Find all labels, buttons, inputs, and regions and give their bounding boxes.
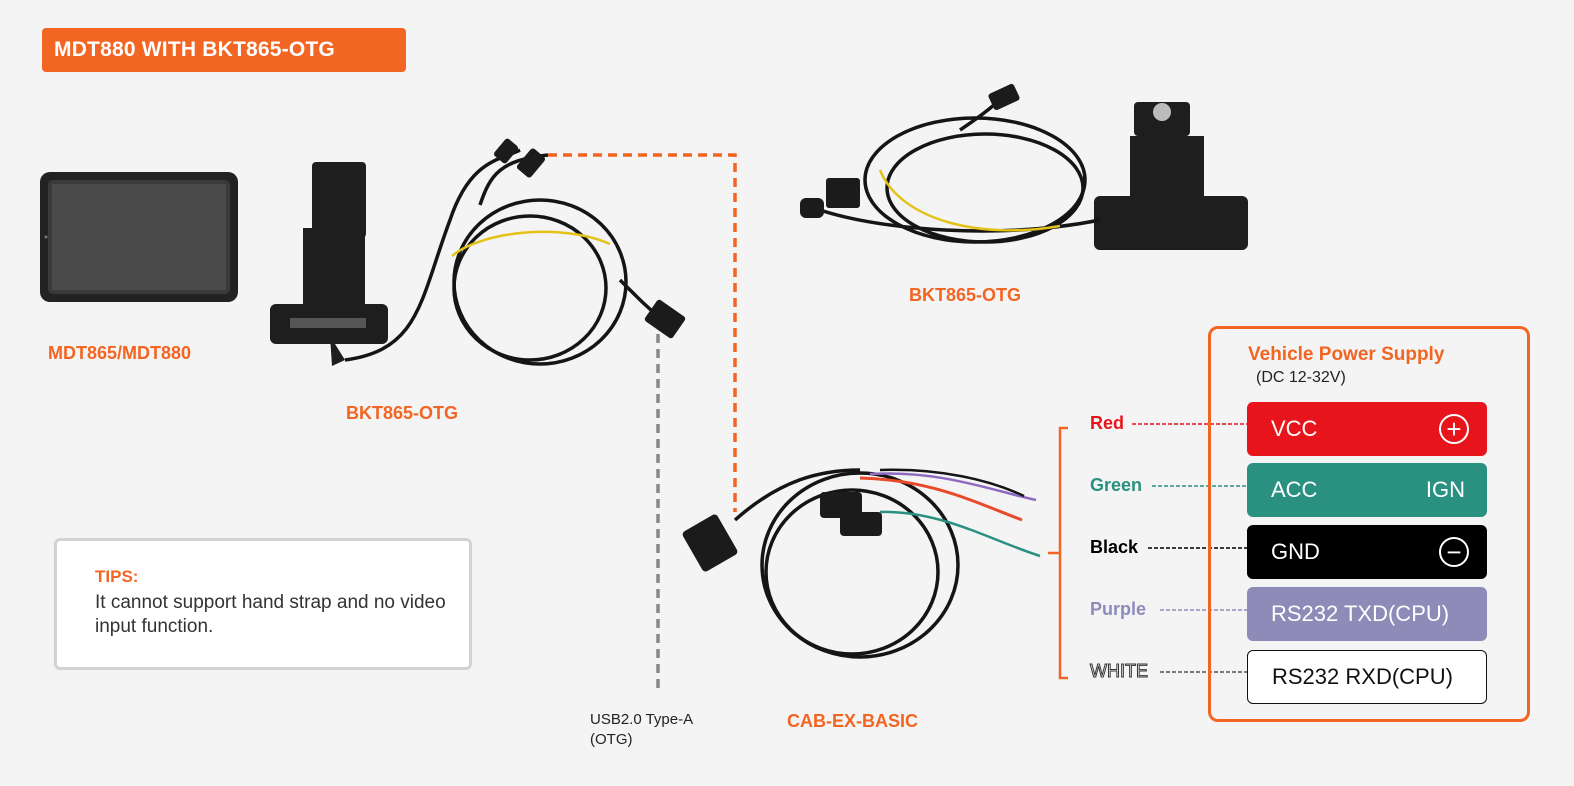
pin-rxd-label: RS232 RXD(CPU)	[1272, 664, 1453, 689]
pin-acc-ign: IGN	[1425, 477, 1465, 502]
pin-vcc: VCC +	[1247, 402, 1487, 456]
tablet-label: MDT865/MDT880	[48, 343, 192, 363]
tips-text: It cannot support hand strap and no vide…	[95, 592, 446, 637]
plus-circle-icon: +	[1439, 414, 1469, 444]
wire-bracket	[1058, 426, 1068, 680]
wire-label-purple: Purple	[1090, 599, 1147, 619]
pin-acc-label: ACC	[1271, 477, 1318, 502]
power-supply-subtitle: (DC 12-32V)	[1256, 369, 1346, 386]
pin-rxd: RS232 RXD(CPU)	[1247, 650, 1487, 704]
tips-title: TIPS:	[95, 567, 139, 586]
pin-txd-label: RS232 TXD(CPU)	[1271, 601, 1450, 626]
wire-label-green: Green	[1090, 475, 1143, 495]
wire-label-black: Black	[1090, 537, 1139, 557]
tablet-image	[40, 172, 238, 302]
wire-label-red: Red	[1090, 413, 1125, 433]
bracket-left-image	[270, 162, 388, 366]
tips-box: TIPS: It cannot support hand strap and n…	[54, 538, 472, 670]
pin-gnd-label: GND	[1271, 539, 1320, 564]
bracket-left-label: BKT865-OTG	[346, 403, 459, 423]
pin-acc: ACC IGN	[1247, 463, 1487, 517]
power-supply-box	[1208, 326, 1530, 722]
usb-label-line1: USB2.0 Type-A	[590, 711, 694, 728]
pin-gnd: GND −	[1247, 525, 1487, 579]
connection-line-orange	[548, 153, 737, 512]
cable-label: CAB-EX-BASIC	[787, 711, 919, 731]
bracket-top-label: BKT865-OTG	[909, 285, 1022, 305]
bracket-top-image	[800, 83, 1248, 250]
pin-vcc-label: VCC	[1271, 416, 1318, 441]
bracket-left-cable	[344, 148, 667, 366]
usb-label-line2: (OTG)	[590, 731, 633, 748]
wire-label-white: WHITE	[1090, 661, 1149, 682]
diagram-title: MDT880 WITH BKT865-OTG	[42, 28, 406, 72]
power-supply-title: Vehicle Power Supply	[1248, 344, 1445, 365]
cable-image	[682, 468, 1041, 659]
usb-label: USB2.0 Type-A (OTG)	[590, 710, 730, 750]
pin-txd: RS232 TXD(CPU)	[1247, 587, 1487, 641]
minus-circle-icon: −	[1439, 537, 1469, 567]
